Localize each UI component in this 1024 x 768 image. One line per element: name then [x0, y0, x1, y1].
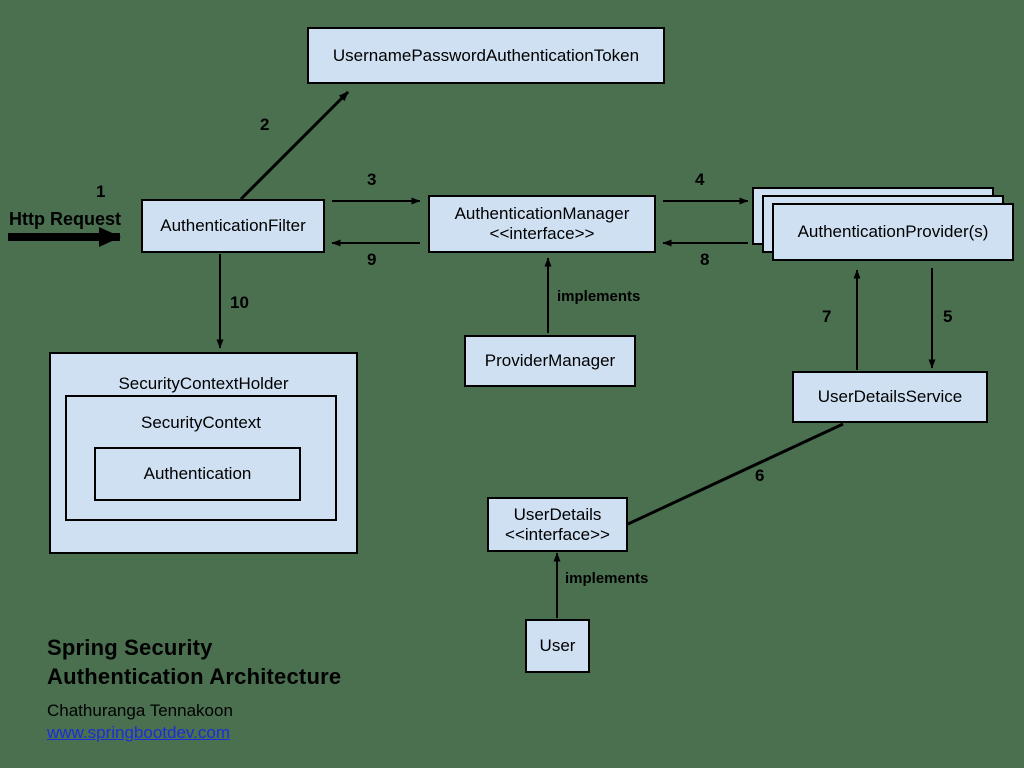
node-stereotype: <<interface>>	[505, 524, 610, 544]
node-label: UsernamePasswordAuthenticationToken	[332, 45, 640, 65]
edge-label-5: 5	[943, 307, 953, 326]
node-label: ProviderManager	[484, 351, 616, 371]
edge-label-1: 1	[96, 182, 106, 201]
credit-url-link[interactable]: www.springbootdev.com	[47, 723, 230, 743]
node-label: AuthenticationProvider(s)	[797, 222, 989, 242]
node-label: UserDetails	[513, 504, 602, 524]
node-authentication-filter[interactable]: AuthenticationFilter	[141, 199, 325, 253]
edge-6-user-details-to-service	[627, 422, 844, 526]
edge-label-4: 4	[695, 170, 705, 189]
edge-label-10: 10	[230, 293, 249, 312]
node-user-details-service[interactable]: UserDetailsService	[792, 371, 988, 423]
node-label: User	[539, 636, 576, 656]
credit-author: Chathuranga Tennakoon	[47, 701, 233, 721]
edge-label-9: 9	[367, 250, 377, 269]
edge-label-7: 7	[822, 307, 832, 326]
edge-label-http-request: Http Request	[9, 209, 121, 229]
node-user[interactable]: User	[525, 619, 590, 673]
node-authentication[interactable]: Authentication	[94, 447, 301, 501]
node-provider-manager[interactable]: ProviderManager	[464, 335, 636, 387]
edge-label-implements-user: implements	[565, 570, 649, 587]
node-username-password-authentication-token[interactable]: UsernamePasswordAuthenticationToken	[307, 27, 665, 84]
node-stereotype: <<interface>>	[489, 224, 595, 243]
node-authentication-provider[interactable]: AuthenticationProvider(s)	[772, 203, 1014, 261]
node-label: SecurityContext	[141, 413, 261, 432]
node-label: UserDetailsService	[817, 387, 963, 407]
edge-2-filter-to-token	[239, 90, 350, 201]
edge-label-8: 8	[700, 250, 710, 269]
credit-block: Spring Security Authentication Architect…	[47, 634, 341, 743]
credit-title-line1: Spring Security	[47, 635, 213, 660]
node-label: Authentication	[143, 464, 252, 484]
node-label: AuthenticationManager	[454, 204, 630, 224]
node-label: SecurityContextHolder	[118, 374, 289, 393]
edge-label-2: 2	[260, 115, 270, 134]
node-label: AuthenticationFilter	[160, 216, 306, 236]
credit-title-line2: Authentication Architecture	[47, 663, 342, 689]
edge-label-implements-provider-manager: implements	[557, 288, 641, 305]
edge-label-6: 6	[755, 466, 765, 485]
node-authentication-manager[interactable]: AuthenticationManager <<interface>>	[428, 195, 656, 253]
node-user-details[interactable]: UserDetails <<interface>>	[487, 497, 628, 552]
edge-label-3: 3	[367, 170, 377, 189]
